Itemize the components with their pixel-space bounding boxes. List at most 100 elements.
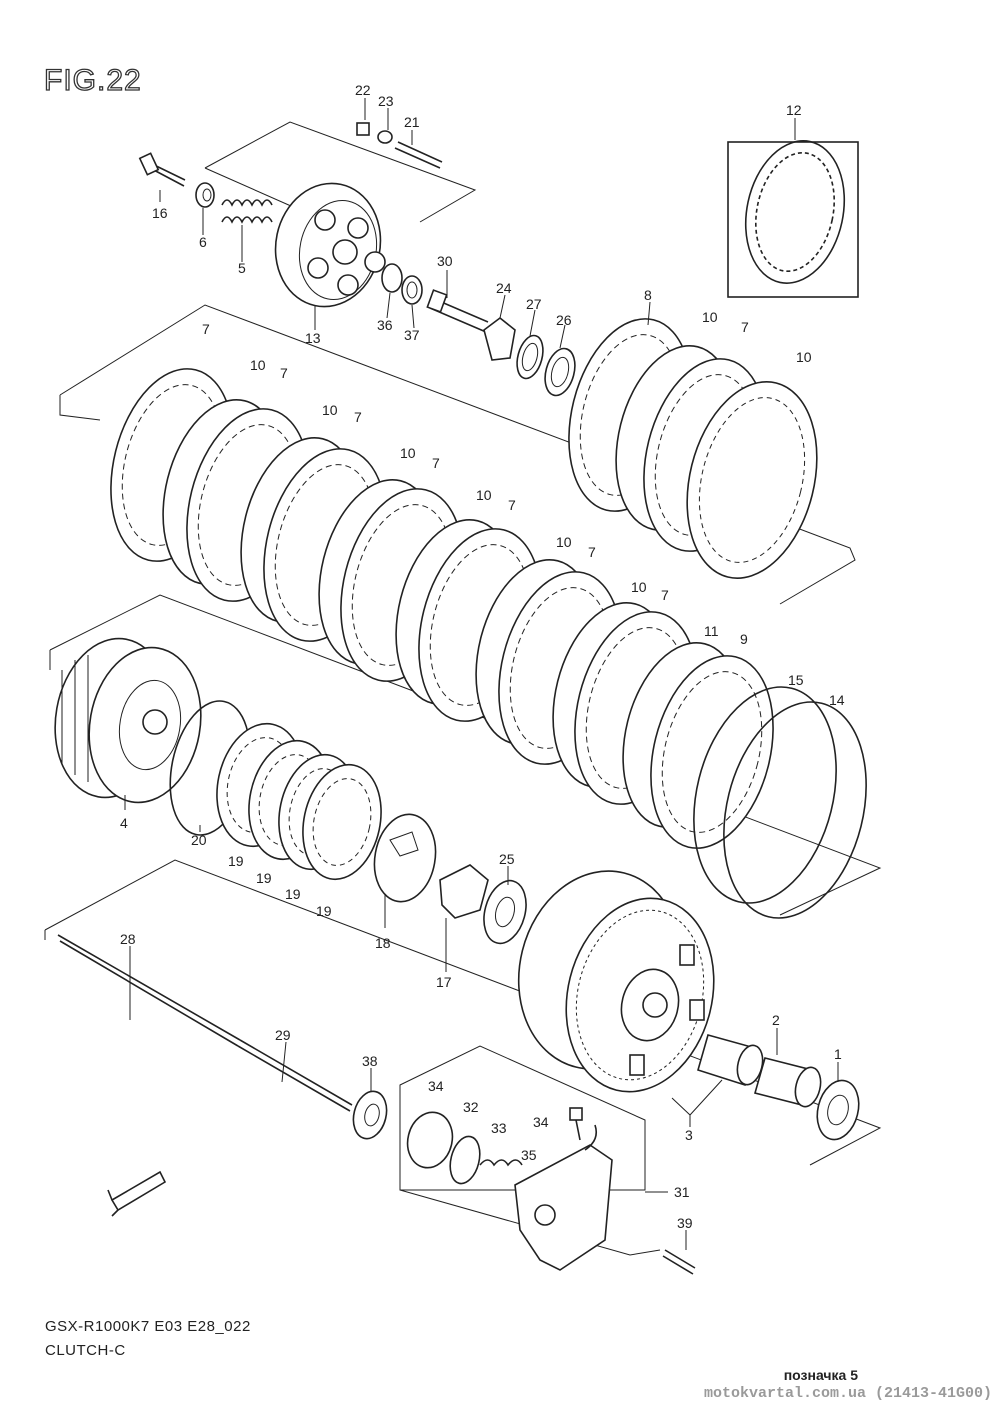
small-hardware	[138, 122, 443, 224]
part-12-inset	[727, 140, 859, 298]
clutch-hub-4	[54, 637, 202, 804]
ring-14	[723, 701, 867, 919]
release-cylinder-group-frame	[399, 1045, 646, 1191]
ring-15	[693, 686, 837, 904]
callout-28: 28	[120, 931, 136, 947]
callout-21: 21	[404, 114, 420, 130]
callout-35: 35	[521, 1147, 537, 1163]
callout-19c: 19	[285, 886, 301, 902]
callout-7b: 7	[202, 321, 210, 337]
callout-10h: 10	[631, 579, 647, 595]
callout-24: 24	[496, 280, 512, 296]
callout-19a: 19	[228, 853, 244, 869]
spring-33	[479, 1159, 523, 1167]
spring-19d	[302, 763, 382, 881]
clutch-plate-stack-right	[568, 318, 818, 579]
callout-23: 23	[378, 93, 394, 109]
callout-34b: 34	[533, 1114, 549, 1130]
washer-6	[195, 182, 215, 208]
clutch-housing-3	[517, 870, 715, 1093]
callout-34a: 34	[428, 1078, 444, 1094]
nut-24	[483, 316, 516, 361]
bolt-16-head	[138, 152, 160, 176]
cylinder-body	[514, 1144, 613, 1271]
callout-2: 2	[772, 1012, 780, 1028]
washer-36	[381, 263, 403, 293]
callout-38: 38	[362, 1053, 378, 1069]
callout-19b: 19	[256, 870, 272, 886]
callout-36: 36	[377, 317, 393, 333]
callout-39: 39	[677, 1215, 693, 1231]
washer-1	[816, 1079, 860, 1141]
washer-27	[516, 334, 544, 380]
bearing-38	[352, 1090, 388, 1140]
part-12-plate-teeth	[754, 151, 836, 273]
stud-21	[394, 141, 443, 169]
callout-18: 18	[375, 935, 391, 951]
callout-26: 26	[556, 312, 572, 328]
callout-19d: 19	[316, 903, 332, 919]
plates-group-frame-upper	[59, 304, 856, 605]
pressure-plate-13	[274, 182, 386, 308]
callout-10f: 10	[476, 487, 492, 503]
pressure-plate-group-frame	[204, 121, 477, 223]
rings-14-15	[693, 686, 867, 919]
callout-7e: 7	[432, 455, 440, 471]
callout-31: 31	[674, 1184, 690, 1200]
callout-32: 32	[463, 1099, 479, 1115]
callout-17: 17	[436, 974, 452, 990]
callout-3: 3	[685, 1127, 693, 1143]
callout-labels: 22 23 21 12 16 6 5 13 30 36 37 24 27 26 …	[120, 82, 845, 1231]
clutch-plate-stack-upper	[110, 368, 774, 849]
callout-7g: 7	[588, 544, 596, 560]
callout-12: 12	[786, 102, 802, 118]
seal-32	[449, 1135, 481, 1185]
callout-10b: 10	[796, 349, 812, 365]
callout-33: 33	[491, 1120, 507, 1136]
washer-23	[377, 130, 393, 144]
cam-parts	[373, 813, 527, 945]
callout-6: 6	[199, 234, 207, 250]
callout-9: 9	[740, 631, 748, 647]
nut-22	[356, 122, 370, 136]
part-12-box	[727, 141, 859, 298]
callout-10d: 10	[322, 402, 338, 418]
leader-lines	[124, 98, 839, 1250]
springs-and-clip	[169, 700, 382, 881]
spring-5	[221, 199, 273, 207]
callout-11: 11	[704, 623, 719, 639]
washer-25	[483, 879, 527, 945]
callout-10a: 10	[702, 309, 718, 325]
watermark-text: motokvartal.com.ua (21413-41G00)	[703, 1385, 992, 1402]
callout-5: 5	[238, 260, 246, 276]
callout-14: 14	[829, 692, 845, 708]
callout-27: 27	[526, 296, 542, 312]
callout-37: 37	[404, 327, 420, 343]
push-rod-28	[57, 934, 241, 1047]
cap-35	[584, 1124, 598, 1151]
bolt-39	[662, 1249, 696, 1275]
section-name: CLUTCH-C	[45, 1342, 126, 1359]
callout-30: 30	[437, 253, 453, 269]
washer-26	[544, 347, 576, 397]
pressure-plate-group-frame-edge	[204, 167, 301, 211]
callout-10g: 10	[556, 534, 572, 550]
model-code: GSX-R1000K7 E03 E28_022	[45, 1318, 251, 1335]
mark-label: позначка 5	[783, 1367, 858, 1383]
callout-4: 4	[120, 815, 128, 831]
callout-7c: 7	[280, 365, 288, 381]
slider-17	[439, 864, 489, 919]
forward-arrow-icon	[107, 1170, 167, 1217]
callout-10c: 10	[250, 357, 266, 373]
part-12-plate-outer	[744, 140, 846, 284]
callout-10e: 10	[400, 445, 416, 461]
callout-7a: 7	[741, 319, 749, 335]
callout-7d: 7	[354, 409, 362, 425]
release-cylinder-31	[406, 1107, 696, 1275]
figure-label: FIG.22	[44, 64, 142, 97]
bearing-parts	[697, 1034, 860, 1141]
bearing-37	[401, 275, 423, 305]
callout-16: 16	[152, 205, 168, 221]
plates-group-frame-upper-left	[59, 395, 101, 421]
